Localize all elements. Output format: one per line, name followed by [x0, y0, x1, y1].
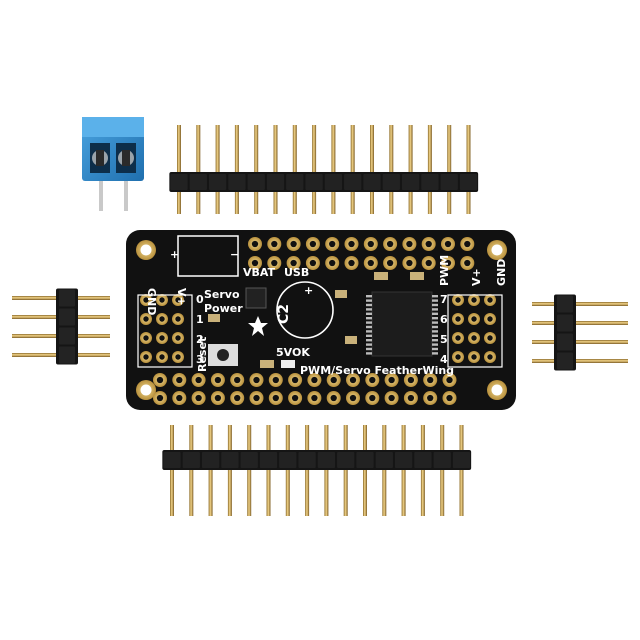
- header-pin: [208, 425, 213, 516]
- header-pin: [532, 321, 628, 325]
- long-header-top: [169, 125, 479, 214]
- led-5v: [260, 360, 274, 368]
- short-header-right: [532, 294, 628, 371]
- header-pin: [459, 425, 464, 516]
- header-pin: [254, 125, 259, 214]
- header-pin: [382, 425, 387, 516]
- vplus-right-label: V+: [470, 268, 483, 286]
- header-pin: [408, 125, 413, 214]
- pwm-label: PWM: [438, 255, 451, 286]
- channel-7-label: 7: [440, 293, 448, 306]
- header-pin: [370, 125, 374, 214]
- header-pin: [305, 425, 310, 516]
- header-pin: [532, 340, 628, 344]
- header-pin: [170, 425, 174, 516]
- header-pin: [401, 425, 406, 516]
- terminal-footprint: [177, 235, 239, 277]
- header-pin: [312, 125, 317, 214]
- header-pin: [350, 125, 355, 214]
- header-pin: [189, 425, 194, 516]
- capacitor-plus-label: +: [304, 284, 313, 297]
- usb-label: USB: [284, 266, 309, 279]
- adafruit-star-icon: [248, 316, 268, 336]
- vplus-left-label: V+: [175, 288, 188, 306]
- header-pin: [363, 425, 367, 516]
- gnd-right-label: GND: [495, 259, 508, 286]
- header-pin: [532, 359, 628, 363]
- pcb-board: GND V+ Servo Power VBAT USB C2 + PWM V+ …: [126, 230, 516, 410]
- header-pin: [389, 125, 394, 214]
- power-label: Power: [204, 302, 243, 315]
- header-plastic: [162, 450, 472, 470]
- mounting-hole: [487, 240, 507, 260]
- header-pin: [285, 425, 290, 516]
- terminal-block: [82, 117, 144, 211]
- capacitor-outline: [276, 281, 334, 339]
- channel-4-label: 4: [440, 353, 448, 366]
- header-pin: [247, 425, 252, 516]
- header-plastic: [554, 294, 576, 371]
- channel-5-label: 5: [440, 333, 448, 346]
- channel-1-label: 1: [196, 313, 204, 326]
- header-pin: [234, 125, 239, 214]
- channel-0-label: 0: [196, 293, 204, 306]
- reset-label: Reset: [196, 337, 209, 372]
- servo-outline-left: [137, 294, 193, 368]
- smd-part: [374, 272, 388, 280]
- header-pin: [466, 125, 471, 214]
- header-pin: [266, 425, 271, 516]
- terminal-plus-label: +: [170, 248, 179, 261]
- header-plastic: [169, 172, 479, 192]
- header-pin: [420, 425, 425, 516]
- product-name-label: PWM/Servo FeatherWing: [300, 364, 454, 377]
- header-pin: [273, 125, 278, 214]
- header-plastic: [56, 288, 78, 365]
- channel-2-label: 2: [196, 333, 204, 346]
- regulator: [245, 287, 267, 309]
- header-pin: [324, 425, 329, 516]
- header-pin: [532, 302, 628, 306]
- mounting-hole: [487, 380, 507, 400]
- mounting-hole: [136, 240, 156, 260]
- header-pin: [447, 125, 452, 214]
- smd-part: [345, 336, 357, 344]
- header-pin: [331, 125, 336, 214]
- pwm-driver-chip: [366, 291, 438, 357]
- header-pin: [177, 125, 181, 214]
- header-pin: [215, 125, 220, 214]
- smd-part: [281, 360, 295, 368]
- servo-label: Servo: [204, 288, 240, 301]
- smd-part: [208, 314, 220, 322]
- channel-3-label: 3: [196, 353, 204, 366]
- smd-part: [410, 272, 424, 280]
- header-pin: [292, 125, 297, 214]
- five-v-ok-label: 5VOK: [276, 346, 310, 359]
- header-pin: [196, 125, 201, 214]
- header-pin: [440, 425, 445, 516]
- channel-6-label: 6: [440, 313, 448, 326]
- gnd-left-label: GND: [145, 288, 158, 315]
- pad-grid: [140, 237, 496, 405]
- long-header-bottom: [162, 425, 472, 516]
- header-pin: [427, 125, 432, 214]
- short-header-left: [12, 288, 110, 365]
- smd-part: [335, 290, 347, 298]
- c2-label: C2: [276, 304, 292, 324]
- vbat-label: VBAT: [243, 266, 276, 279]
- mounting-hole: [136, 380, 156, 400]
- terminal-minus-label: −: [230, 248, 239, 261]
- header-pin: [343, 425, 348, 516]
- header-pin: [227, 425, 232, 516]
- servo-outline-right: [447, 294, 503, 368]
